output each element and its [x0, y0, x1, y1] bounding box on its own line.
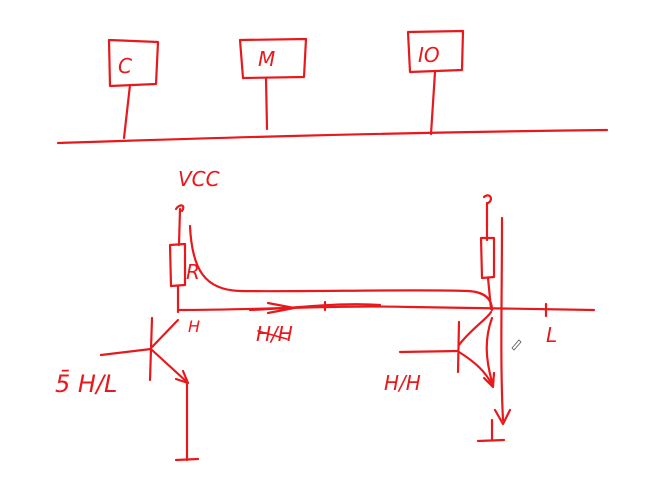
right-transistor-collector [457, 310, 493, 347]
right-resistor-to-bus [486, 276, 493, 311]
right-transistor-emitter-arrow [482, 371, 496, 389]
bus-right-state-label: L [546, 323, 557, 347]
module-c: C [107, 38, 160, 140]
left-node-state-label: H [188, 317, 200, 336]
module-m-label: M [258, 47, 275, 71]
module-c-box [107, 38, 160, 88]
bus-wire [176, 305, 596, 312]
right-transistor-base-lead [398, 349, 460, 354]
vcc-terminal [174, 204, 185, 213]
vcc-label: VCC [178, 167, 220, 191]
module-io-stem [429, 70, 437, 136]
right-transistor-curve [485, 316, 494, 384]
io-state-label: H/H [384, 371, 421, 395]
right-transistor-base-bar [456, 320, 461, 374]
right-transistor-emitter [457, 350, 494, 387]
module-c-stem [122, 83, 132, 140]
left-transistor [99, 316, 200, 462]
left-transistor-base-lead [99, 347, 153, 357]
left-input-label: 5̄ H/L [55, 369, 117, 398]
left-transistor-collector [150, 318, 180, 349]
right-resistor [479, 236, 496, 280]
bus-wire-overlay [248, 303, 382, 312]
left-resistor-label: R [186, 260, 200, 284]
module-io: IO [406, 29, 465, 136]
left-transistor-emitter [150, 348, 189, 384]
right-vertical-wire [500, 216, 505, 422]
system-bus-line [56, 128, 609, 145]
pencil-cursor-icon [511, 339, 522, 351]
system-bus-section: C M IO [56, 29, 609, 145]
right-transistor [398, 310, 496, 389]
module-c-label: C [118, 54, 132, 78]
module-m-stem [264, 76, 269, 131]
module-io-label: IO [418, 43, 440, 67]
module-m-box [238, 37, 308, 80]
right-vertical-arrow [493, 408, 512, 426]
left-pullup-wire [177, 207, 182, 247]
pullup-curve [188, 224, 494, 312]
left-resistor [168, 242, 187, 288]
bus-state-label: H/H [256, 322, 293, 346]
right-terminal [482, 194, 493, 205]
bus-state-strike [257, 330, 288, 340]
module-m: M [238, 37, 308, 131]
left-ground-symbol [174, 457, 200, 462]
module-io-box [406, 29, 465, 74]
open-collector-circuit: VCC R H H/H [55, 167, 596, 462]
right-ground-symbol [476, 438, 506, 443]
